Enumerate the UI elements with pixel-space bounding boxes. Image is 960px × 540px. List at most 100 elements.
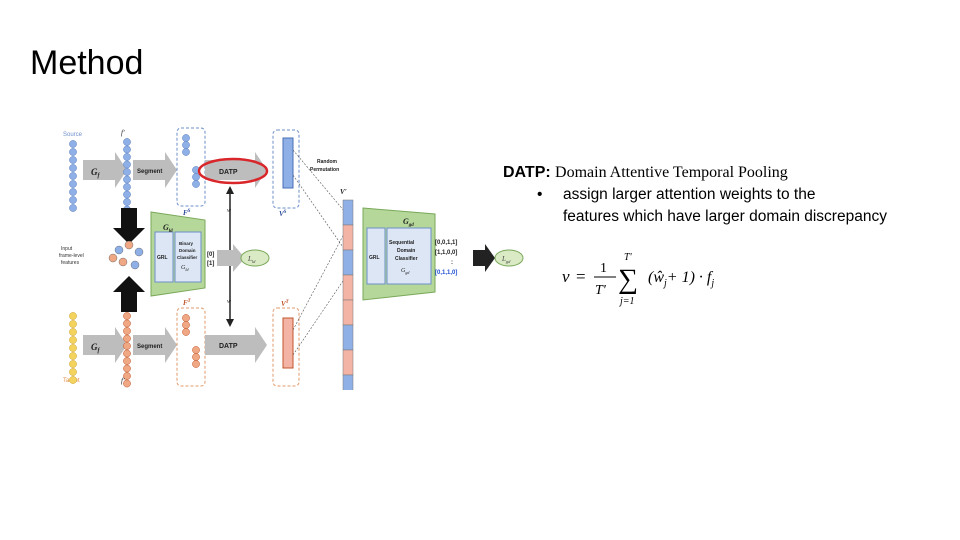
v-prime-segment bbox=[342, 349, 354, 376]
feature-node bbox=[69, 188, 77, 196]
svg-text:Sequential: Sequential bbox=[389, 240, 415, 246]
caption-lead: DATP: bbox=[503, 164, 551, 181]
gld-grl-label: GRL bbox=[157, 255, 168, 261]
feature-node bbox=[69, 320, 77, 328]
feature-node bbox=[123, 138, 131, 146]
feature-node bbox=[69, 180, 77, 188]
svg-text:Gld: Gld bbox=[181, 265, 189, 272]
v-prime-segment bbox=[342, 374, 354, 390]
bullet-dot: • bbox=[537, 186, 543, 203]
caption-lead-desc: Domain Attentive Temporal Pooling bbox=[555, 164, 788, 181]
feature-node bbox=[69, 164, 77, 172]
segment-label-top: Segment bbox=[137, 169, 162, 175]
bullet-line-1: assign larger attention weights to the bbox=[563, 186, 816, 203]
feature-node bbox=[182, 141, 190, 149]
vs-label: VS bbox=[279, 210, 287, 218]
svg-text:Ggd: Ggd bbox=[401, 268, 410, 275]
gf-label-top: Gf bbox=[91, 167, 101, 179]
feature-node bbox=[123, 190, 131, 199]
datp-label-top: DATP bbox=[219, 169, 238, 176]
f-prime-source bbox=[123, 138, 131, 214]
ggd-top-label: Ggd bbox=[403, 217, 414, 228]
ft-label: FT bbox=[183, 299, 192, 307]
feature-node bbox=[123, 160, 131, 169]
v-prime-segment bbox=[342, 199, 354, 226]
feature-node bbox=[182, 314, 190, 322]
feature-node bbox=[123, 372, 131, 380]
target-frames bbox=[69, 312, 77, 384]
formula-lower: j=1 bbox=[618, 296, 635, 307]
formula-upper: T' bbox=[624, 252, 633, 263]
feature-node bbox=[123, 153, 131, 161]
datp-formula: v = 1 T' T' ∑ j=1 (ŵj+ 1) · fj bbox=[562, 252, 714, 307]
formula-body: (ŵj+ 1) · fj bbox=[648, 269, 714, 289]
v-prime-segment bbox=[342, 324, 354, 351]
w-label-top: w bbox=[227, 208, 231, 214]
gf-arrow-top bbox=[83, 152, 127, 188]
feature-node bbox=[192, 353, 200, 361]
feature-node bbox=[69, 352, 77, 360]
f-prime-bottom-label: f' bbox=[121, 377, 125, 385]
feature-node bbox=[123, 175, 131, 184]
feature-node bbox=[69, 140, 77, 148]
w-label-bottom: w bbox=[227, 299, 231, 305]
source-label: Source bbox=[63, 132, 83, 138]
gld-grl bbox=[154, 231, 174, 283]
feature-node bbox=[69, 156, 77, 164]
fs-nodes bbox=[182, 134, 200, 188]
feature-node bbox=[123, 312, 131, 320]
svg-text:Classifier: Classifier bbox=[177, 255, 198, 260]
feature-node bbox=[69, 148, 77, 156]
feature-node bbox=[182, 321, 190, 329]
random-perm-1: Random bbox=[317, 159, 338, 165]
mixed-nodes bbox=[108, 240, 144, 270]
input-label-2: frame-level bbox=[59, 253, 84, 259]
mixed-feature-node bbox=[134, 247, 144, 257]
feature-node bbox=[69, 360, 77, 368]
feature-node bbox=[123, 183, 131, 191]
vt-label: VT bbox=[281, 300, 290, 308]
loss-gd bbox=[494, 249, 524, 267]
gf-arrow-bottom bbox=[83, 327, 127, 363]
binary-output-1: [1] bbox=[207, 261, 214, 267]
svg-text:Domain: Domain bbox=[397, 248, 415, 254]
feature-node bbox=[123, 342, 131, 350]
svg-text:Domain: Domain bbox=[179, 248, 196, 253]
mixed-feature-node bbox=[124, 240, 134, 250]
feature-node bbox=[123, 168, 131, 176]
segment-arrow-bottom bbox=[133, 327, 177, 363]
seq-output-0: [0,0,1,1] bbox=[435, 240, 457, 246]
segment-arrow-top bbox=[133, 152, 177, 188]
v-prime-segment bbox=[342, 299, 354, 326]
caption-bullet: • assign larger attention weights to the bbox=[503, 184, 953, 206]
feature-node bbox=[69, 368, 77, 376]
feature-node bbox=[123, 364, 131, 373]
caption-lead-line: DATP: Domain Attentive Temporal Pooling bbox=[503, 162, 953, 184]
slide-title: Method bbox=[30, 44, 144, 82]
ft-box bbox=[176, 307, 206, 387]
feature-node bbox=[182, 134, 190, 142]
v-prime-segment bbox=[342, 249, 354, 276]
feature-node bbox=[69, 312, 77, 320]
svg-text:Classifier: Classifier bbox=[395, 256, 418, 262]
feature-node bbox=[123, 327, 131, 335]
feature-node bbox=[182, 328, 190, 336]
bullet-line-2: features which have larger domain discre… bbox=[563, 208, 887, 225]
feature-node bbox=[69, 172, 77, 180]
v-prime-label: V' bbox=[340, 188, 347, 196]
f-prime-top-label: f' bbox=[121, 129, 125, 137]
vt-bar bbox=[282, 317, 294, 369]
formula-den: T' bbox=[595, 283, 607, 298]
feature-node bbox=[69, 328, 77, 336]
seq-output-2: : bbox=[451, 260, 453, 266]
svg-text:Binary: Binary bbox=[179, 241, 194, 246]
feature-node bbox=[192, 173, 200, 181]
v-prime-bar bbox=[342, 199, 354, 390]
formula-num: 1 bbox=[600, 261, 607, 276]
feature-node bbox=[123, 379, 131, 388]
datp-caption: DATP: Domain Attentive Temporal Pooling … bbox=[503, 162, 953, 228]
segment-label-bottom: Segment bbox=[137, 344, 162, 350]
datp-arrow-bottom bbox=[205, 327, 267, 363]
fs-label: FS bbox=[183, 209, 191, 217]
feature-node bbox=[192, 180, 200, 188]
